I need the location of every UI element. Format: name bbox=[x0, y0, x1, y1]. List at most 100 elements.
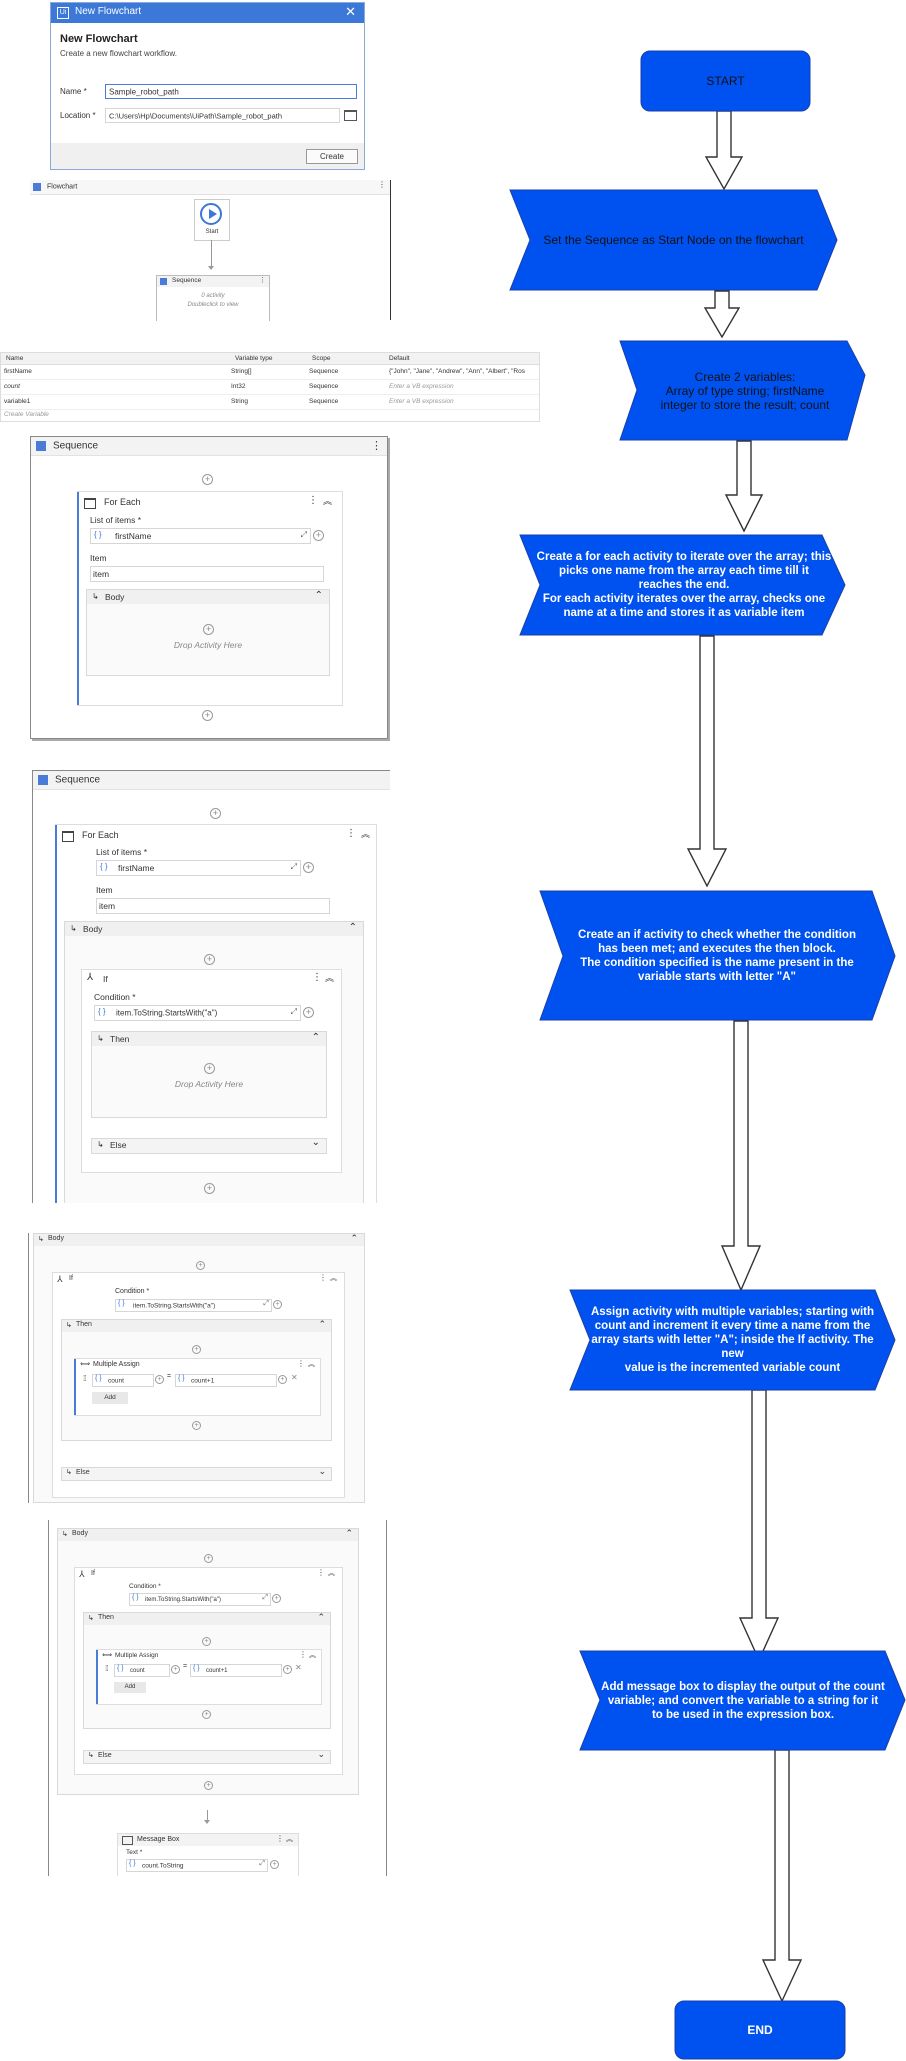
text-field[interactable]: { } count.ToString ⤢ bbox=[126, 1859, 268, 1872]
expand-icon[interactable]: ⤢ bbox=[263, 1300, 269, 1307]
add-activity-icon[interactable]: + bbox=[204, 1554, 213, 1563]
add-argument-icon[interactable]: + bbox=[283, 1665, 292, 1674]
collapse-icon[interactable]: ︽ bbox=[323, 496, 333, 506]
collapse-icon[interactable]: ︽ bbox=[328, 1570, 335, 1577]
add-activity-icon[interactable]: + bbox=[196, 1261, 205, 1270]
chevron-down-icon[interactable]: ⌄ bbox=[318, 1466, 326, 1476]
add-argument-icon[interactable]: + bbox=[278, 1375, 287, 1384]
add-activity-icon[interactable]: + bbox=[192, 1345, 201, 1354]
assign-value-field[interactable]: { } count+1 bbox=[175, 1374, 277, 1387]
more-options-icon[interactable]: ⋮ bbox=[346, 828, 356, 839]
add-activity-icon[interactable]: + bbox=[210, 808, 221, 819]
collapse-icon[interactable]: ︽ bbox=[325, 973, 335, 983]
chevron-up-icon[interactable]: ⌃ bbox=[314, 590, 323, 601]
create-variable-link[interactable]: Create Variable bbox=[4, 411, 49, 418]
expand-icon[interactable]: ⤢ bbox=[259, 1860, 265, 1867]
delete-icon[interactable]: ✕ bbox=[291, 1373, 298, 1382]
add-row-button[interactable]: Add bbox=[92, 1392, 128, 1404]
add-activity-icon[interactable]: + bbox=[204, 1063, 215, 1074]
chevron-up-icon[interactable]: ⌃ bbox=[311, 1032, 320, 1043]
message-box-activity[interactable]: Message Box ⋮ ︽ Text * { } count.ToStrin… bbox=[117, 1833, 299, 1876]
add-activity-icon[interactable]: + bbox=[204, 954, 215, 965]
folder-icon[interactable] bbox=[344, 110, 357, 121]
chevron-up-icon[interactable]: ⌃ bbox=[345, 1528, 353, 1538]
body-container[interactable]: ↳ Body ⌃ + ⅄ If ⋮ ︽ Condition * { } item… bbox=[64, 921, 364, 1203]
multiple-assign-activity[interactable]: ⟺ Multiple Assign ⋮ ︽ ⁞⁞ { } count + = {… bbox=[74, 1358, 321, 1416]
collapse-icon[interactable]: ︽ bbox=[286, 1836, 293, 1843]
item-field[interactable]: item bbox=[96, 898, 330, 914]
add-row-button[interactable]: Add bbox=[114, 1682, 146, 1693]
expand-icon[interactable]: ⤢ bbox=[290, 862, 297, 871]
else-container[interactable]: ↳ Else ⌄ bbox=[61, 1466, 332, 1481]
body-container[interactable]: ↳ Body ⌃ + ⅄ If ⋮ ︽ Condition * { } item… bbox=[33, 1233, 365, 1503]
more-options-icon[interactable]: ⋮ bbox=[299, 1650, 307, 1659]
list-of-items-field[interactable]: { } firstName ⤢ bbox=[90, 528, 311, 544]
if-activity[interactable]: ⅄ If ⋮ ︽ Condition * { } item.ToString.S… bbox=[74, 1567, 343, 1775]
delete-icon[interactable]: ✕ bbox=[295, 1663, 302, 1672]
start-node[interactable]: Start bbox=[194, 199, 230, 241]
body-container[interactable]: ↳ Body ⌃ + ⅄ If ⋮ ︽ Condition * { } item… bbox=[57, 1528, 359, 1795]
table-cell[interactable]: Sequence bbox=[309, 398, 339, 405]
condition-field[interactable]: { } item.ToString.StartsWith("a") ⤢ bbox=[129, 1593, 271, 1606]
add-activity-icon[interactable]: + bbox=[203, 624, 214, 635]
table-cell[interactable]: String[] bbox=[231, 368, 252, 375]
more-options-icon[interactable]: ⋮ bbox=[319, 1273, 327, 1282]
add-argument-icon[interactable]: + bbox=[303, 1007, 314, 1018]
add-activity-icon[interactable]: + bbox=[204, 1781, 213, 1790]
add-activity-icon[interactable]: + bbox=[192, 1421, 201, 1430]
expand-icon[interactable]: ⤢ bbox=[262, 1594, 268, 1601]
add-argument-icon[interactable]: + bbox=[273, 1300, 282, 1309]
table-cell[interactable]: Sequence bbox=[309, 383, 339, 390]
table-cell[interactable]: Int32 bbox=[231, 383, 246, 390]
close-icon[interactable]: ✕ bbox=[345, 4, 356, 19]
add-argument-icon[interactable]: + bbox=[313, 530, 324, 541]
assign-value-field[interactable]: { } count+1 bbox=[190, 1664, 282, 1677]
more-options-icon[interactable]: ⋮ bbox=[259, 277, 266, 284]
then-container[interactable]: ↳ Then ⌃ + ⟺ Multiple Assign ⋮ ︽ ⁞⁞ { } … bbox=[83, 1612, 331, 1729]
expand-icon[interactable]: ⤢ bbox=[290, 1007, 297, 1016]
drag-handle-icon[interactable]: ⁞⁞ bbox=[83, 1374, 87, 1383]
table-row[interactable]: firstName String[] Sequence {"John", "Ja… bbox=[1, 365, 539, 380]
then-container[interactable]: ↳ Then ⌃ + ⟺ Multiple Assign ⋮ ︽ ⁞⁞ { } … bbox=[61, 1319, 332, 1441]
add-argument-icon[interactable]: + bbox=[272, 1594, 281, 1603]
assign-to-field[interactable]: { } count bbox=[92, 1374, 154, 1387]
table-cell[interactable]: Enter a VB expression bbox=[389, 383, 454, 390]
chevron-up-icon[interactable]: ⌃ bbox=[318, 1319, 326, 1329]
if-activity[interactable]: ⅄ If ⋮ ︽ Condition * { } item.ToString.S… bbox=[52, 1272, 345, 1498]
location-field[interactable]: C:\Users\Hp\Documents\UiPath\Sample_robo… bbox=[105, 108, 340, 123]
item-field[interactable]: item bbox=[90, 566, 324, 582]
collapse-icon[interactable]: ︽ bbox=[309, 1652, 316, 1659]
then-container[interactable]: ↳ Then ⌃ + Drop Activity Here bbox=[91, 1031, 327, 1118]
more-options-icon[interactable]: ⋮ bbox=[378, 180, 386, 189]
add-argument-icon[interactable]: + bbox=[171, 1665, 180, 1674]
foreach-activity[interactable]: For Each ⋮ ︽ List of items * { } firstNa… bbox=[77, 491, 343, 706]
table-cell[interactable]: {"John", "Jane", "Andrew", "Ann", "Alber… bbox=[389, 368, 525, 375]
table-row[interactable]: count Int32 Sequence Enter a VB expressi… bbox=[1, 380, 539, 395]
add-activity-icon[interactable]: + bbox=[202, 474, 213, 485]
chevron-up-icon[interactable]: ⌃ bbox=[350, 1233, 358, 1243]
collapse-icon[interactable]: ︽ bbox=[361, 829, 371, 839]
table-cell[interactable]: String bbox=[231, 398, 248, 405]
add-activity-icon[interactable]: + bbox=[202, 1637, 211, 1646]
more-options-icon[interactable]: ⋮ bbox=[317, 1568, 325, 1577]
drag-handle-icon[interactable]: ⁞⁞ bbox=[105, 1664, 109, 1673]
add-argument-icon[interactable]: + bbox=[303, 862, 314, 873]
more-options-icon[interactable]: ⋮ bbox=[312, 972, 322, 983]
more-options-icon[interactable]: ⋮ bbox=[297, 1359, 305, 1368]
add-activity-icon[interactable]: + bbox=[202, 1710, 211, 1719]
chevron-up-icon[interactable]: ⌃ bbox=[348, 922, 357, 933]
assign-to-field[interactable]: { } count bbox=[114, 1664, 170, 1677]
table-row[interactable]: variable1 String Sequence Enter a VB exp… bbox=[1, 395, 539, 410]
chevron-down-icon[interactable]: ⌄ bbox=[311, 1137, 320, 1148]
table-cell[interactable]: Sequence bbox=[309, 368, 339, 375]
chevron-down-icon[interactable]: ⌄ bbox=[317, 1749, 325, 1759]
foreach-activity[interactable]: For Each ⋮ ︽ List of items * { } firstNa… bbox=[55, 824, 377, 1203]
create-button[interactable]: Create bbox=[306, 149, 358, 164]
else-container[interactable]: ↳ Else ⌄ bbox=[83, 1749, 331, 1764]
sequence-node[interactable]: Sequence ⋮ 0 activity Doubleclick to vie… bbox=[156, 275, 270, 321]
add-argument-icon[interactable]: + bbox=[155, 1375, 164, 1384]
add-argument-icon[interactable]: + bbox=[270, 1860, 279, 1869]
add-activity-icon[interactable]: + bbox=[202, 710, 213, 721]
collapse-icon[interactable]: ︽ bbox=[330, 1275, 337, 1282]
more-options-icon[interactable]: ⋮ bbox=[276, 1834, 284, 1843]
